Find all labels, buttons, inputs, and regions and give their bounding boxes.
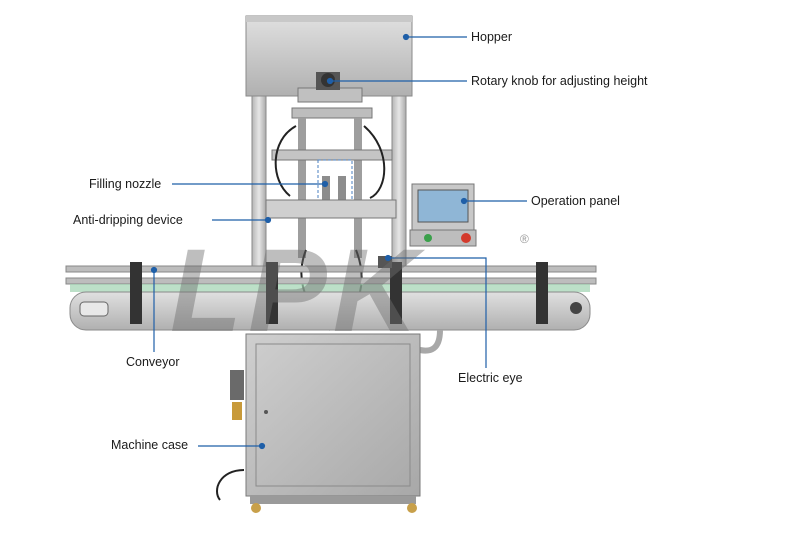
registered-mark: ® bbox=[520, 232, 529, 246]
frame-posts bbox=[251, 95, 407, 267]
leader-lines bbox=[150, 33, 527, 450]
nozzle-assembly bbox=[265, 107, 397, 331]
brand-watermark: LPK bbox=[170, 225, 424, 357]
label-anti-dripping: Anti-dripping device bbox=[73, 213, 183, 227]
label-hopper: Hopper bbox=[471, 30, 512, 44]
label-conveyor: Conveyor bbox=[126, 355, 180, 369]
label-operation-panel: Operation panel bbox=[531, 194, 620, 208]
label-electric-eye: Electric eye bbox=[458, 371, 523, 385]
label-machine-case: Machine case bbox=[111, 438, 189, 452]
conveyor bbox=[65, 262, 597, 331]
machine-case bbox=[216, 333, 421, 513]
label-filling-nozzle: Filling nozzle bbox=[89, 177, 162, 191]
operation-panel bbox=[409, 183, 477, 247]
label-rotary-knob: Rotary knob for adjusting height bbox=[471, 74, 648, 88]
